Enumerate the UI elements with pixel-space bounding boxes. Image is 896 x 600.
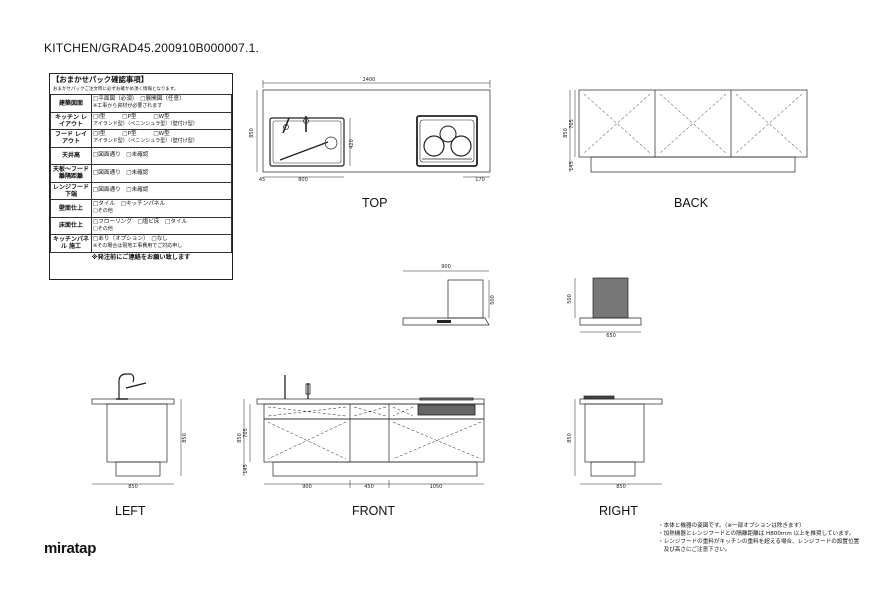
dim-top-left-offset: 45 <box>259 177 265 183</box>
checklist-row-options-text: □図面通り □未確認 <box>93 169 149 176</box>
checklist-row: フード レイアウト□I型 □P型 □W型アイランド型）（ペニンシュラ型）（壁付け… <box>50 129 232 148</box>
checklist-row: レンジフード 下端□図面通り □未確認 <box>50 181 232 200</box>
label-back-view: BACK <box>674 196 709 210</box>
dim-back-total: 850 <box>563 128 569 138</box>
dim-left-width: 850 <box>128 484 138 490</box>
brand-logo: miratap <box>44 540 97 557</box>
front-view-drawing <box>243 375 485 488</box>
dim-top-width: 2400 <box>363 77 376 83</box>
dim-front-w1: 900 <box>302 484 312 490</box>
dim-top-depth: 850 <box>249 128 255 138</box>
checklist-row-options: □あり（オプション） □なし※その場合は現地工事費用でご対応申し <box>91 234 232 253</box>
notes-block: ・本体と機器の姿図です。（※一部オプションは除きます） ・加熱機器とレンジフード… <box>658 522 878 554</box>
checklist-row-options-text: □図面通り □未確認 <box>93 187 149 194</box>
dim-front-w3: 1050 <box>430 484 443 490</box>
dim-hood-side-height: 500 <box>567 294 573 304</box>
back-view-drawing <box>569 89 808 173</box>
note-line: ・本体と機器の姿図です。（※一部オプションは除きます） <box>658 523 805 529</box>
dim-front-body: 705 <box>243 428 249 438</box>
checklist-row-options-text: □あり（オプション） □なし <box>93 236 168 243</box>
note-line: 及び高さにご注意下さい。 <box>658 547 731 553</box>
checklist-footer: ※発注前にご連絡をお願い致します <box>91 253 191 261</box>
dim-hood-front-width: 900 <box>441 264 451 270</box>
dim-top-sink-depth: 420 <box>349 139 355 149</box>
dim-hood-side-width: 650 <box>606 333 616 339</box>
label-top-view: TOP <box>362 196 388 210</box>
top-view-drawing <box>256 80 491 178</box>
checklist-heading: 【おまかせパック確認事項】 <box>52 75 149 84</box>
right-view-drawing <box>574 395 663 485</box>
dim-top-sink-width: 800 <box>298 177 308 183</box>
hood-front-drawing <box>402 270 490 326</box>
checklist-row-note: □その他 <box>93 208 113 215</box>
label-left-view: LEFT <box>115 504 146 518</box>
dim-top-right-offset: 170 <box>475 177 485 183</box>
checklist-row-note: アイランド型）（ペニンシュラ型）（壁付け型） <box>93 120 198 127</box>
dim-front-base: 145 <box>243 464 249 474</box>
dim-front-w2: 450 <box>364 484 374 490</box>
left-view-drawing <box>91 373 182 485</box>
dim-front-height: 850 <box>237 433 243 443</box>
checklist-row-options-text: □I型 □P型 □W型 <box>93 131 170 138</box>
drawing-title: KITCHEN/GRAD45.200910B000007.1. <box>44 41 259 55</box>
dim-right-height: 850 <box>567 433 573 443</box>
dim-right-width: 850 <box>616 484 626 490</box>
checklist-row-options-text: □図面通り □未確認 <box>93 152 149 159</box>
checklist-row: 建築図面□平面図（必須） □展開図（任意）※工事から資材が必要されます <box>50 94 232 113</box>
checklist-row-note: アイランド型）（ペニンシュラ型）（壁付け型） <box>93 138 198 145</box>
note-line: ・レンジフードの重料がキッチンの重料を超える場合、レンジフードの設置位置 <box>658 539 860 545</box>
checklist-row: キッチンパネル 施工□あり（オプション） □なし※その場合は現地工事費用でご対応… <box>50 234 232 253</box>
checklist-subheading: おまかせパックご注文時に必ずお確かめ頂く情報となります。 <box>53 87 179 92</box>
checklist-table: 建築図面□平面図（必須） □展開図（任意）※工事から資材が必要されますキッチン … <box>50 94 232 253</box>
dim-back-height: 705 <box>569 119 575 129</box>
checklist-row-note: ※その場合は現地工事費用でご対応申し <box>93 243 183 250</box>
label-right-view: RIGHT <box>599 504 638 518</box>
checklist-row-options: □I型 □P型 □W型アイランド型）（ペニンシュラ型）（壁付け型） <box>91 129 232 148</box>
checklist-row-note: ※工事から資材が必要されます <box>93 103 163 110</box>
checklist-row: キッチン レイアウト□I型 □P型 □W型アイランド型）（ペニンシュラ型）（壁付… <box>50 111 232 130</box>
dim-back-base: 145 <box>569 161 575 171</box>
note-line: ・加熱機器とレンジフードとの隔離距離は H800mm 以上を推奨しています。 <box>658 531 855 537</box>
checklist-row-note: □その他 <box>93 225 113 232</box>
checklist-row: 床面仕上□フローリング □塩ビ床 □タイル□その他 <box>50 216 232 235</box>
checklist-row-options-text: □I型 □P型 □W型 <box>93 113 170 120</box>
dim-left-height: 850 <box>182 433 188 443</box>
dim-hood-front-height: 500 <box>490 295 496 305</box>
hood-side-drawing <box>574 277 642 333</box>
checklist-row-options-text: □フローリング □塩ビ床 □タイル <box>93 218 188 225</box>
checklist-row-options-text: □タイル □キッチンパネル <box>93 201 166 208</box>
confirmation-checklist: 【おまかせパック確認事項】 おまかせパックご注文時に必ずお確かめ頂く情報となりま… <box>49 73 233 280</box>
checklist-row-options: □タイル □キッチンパネル□その他 <box>91 199 232 218</box>
label-front-view: FRONT <box>352 504 396 518</box>
checklist-row-options-text: □平面図（必須） □展開図（任意） <box>93 96 185 103</box>
